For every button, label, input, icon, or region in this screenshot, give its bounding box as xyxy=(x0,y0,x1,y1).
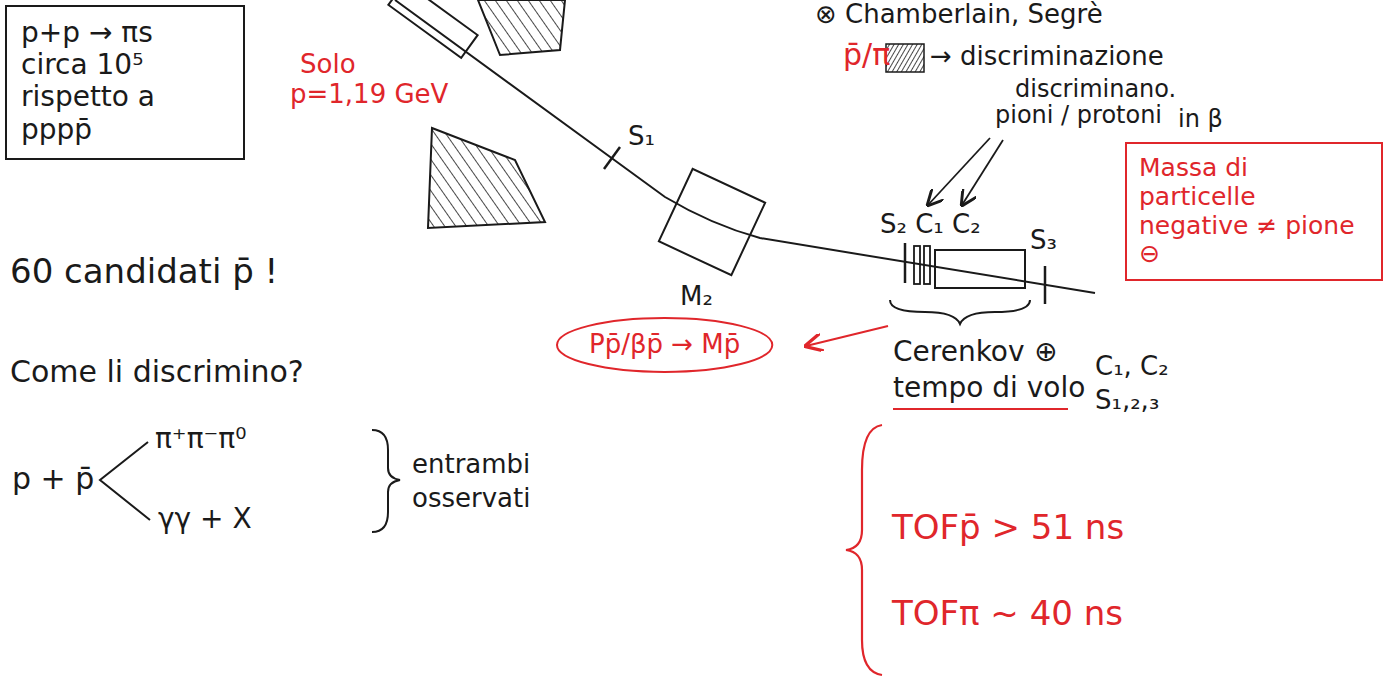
leader-arrow xyxy=(962,140,1003,205)
cerenkov-counter xyxy=(924,246,930,284)
box-text: Pp̄/βp̄ → Mp̄ xyxy=(589,330,740,360)
scintillator-counter xyxy=(604,147,620,169)
counter-label: S₃ xyxy=(1030,226,1057,256)
leader-arrow xyxy=(806,326,888,346)
magnet-label: M₂ xyxy=(680,282,713,312)
tof-value: TOFπ ~ 40 ns xyxy=(892,594,1123,633)
box-text: p+p → πs circa 10⁵ rispetto a pppp̄ xyxy=(21,17,186,146)
formula-oval: Pp̄/βp̄ → Mp̄ xyxy=(555,316,774,374)
scribble xyxy=(886,44,924,72)
scintillator-counter xyxy=(1044,266,1047,304)
note-text: discriminano. xyxy=(1015,76,1176,104)
note-text: entrambi xyxy=(412,450,530,480)
ratio-label: p̄/π xyxy=(843,38,890,73)
reaction-product: π⁺π⁻π⁰ xyxy=(155,423,246,455)
tof-value: TOFp̄ > 51 ns xyxy=(892,508,1124,547)
reaction-product: γγ + X xyxy=(158,503,252,535)
leader-arrow xyxy=(928,138,990,205)
cerenkov-counter xyxy=(914,246,920,284)
technique-label: tempo di volo xyxy=(893,372,1085,404)
counter-label: S₂ C₁ C₂ xyxy=(880,210,981,240)
note-box: p+p → πs circa 10⁵ rispetto a pppp̄ xyxy=(5,5,245,160)
note-text: osservati xyxy=(412,484,530,514)
cerenkov-counter xyxy=(935,250,1025,288)
momentum-note: Solo xyxy=(300,50,356,80)
counter-label: S₁ xyxy=(628,122,655,152)
reaction-label: p + p̄ xyxy=(12,462,94,497)
branch-bracket xyxy=(100,442,150,520)
note-text: Come li discrimino? xyxy=(10,355,304,390)
brace xyxy=(846,425,882,675)
author-note: ⊗ Chamberlain, Segrè xyxy=(815,0,1103,30)
note-heading: 60 candidati p̄ ! xyxy=(10,252,278,291)
note-text: pioni / protoni xyxy=(995,102,1162,130)
note-text: → discriminazione xyxy=(930,42,1164,72)
box-text: Massa di particelle negative ≠ pione ⊖ xyxy=(1139,154,1371,269)
callout-box: Massa di particelle negative ≠ pione ⊖ xyxy=(1125,142,1383,281)
brace xyxy=(372,430,400,532)
underline xyxy=(893,408,1068,410)
shield-block xyxy=(428,128,545,228)
note-text: in β xyxy=(1178,106,1223,134)
oval-outline xyxy=(557,318,772,372)
momentum-note: p=1,19 GeV xyxy=(290,80,448,110)
symbol-label: ⊕ xyxy=(1034,336,1057,368)
magnet-box xyxy=(659,169,765,275)
shield-block xyxy=(478,0,565,55)
counter-label: S₁,₂,₃ xyxy=(1095,386,1159,416)
brace xyxy=(890,300,1030,324)
technique-label: Cerenkov xyxy=(893,336,1025,368)
scintillator-counter xyxy=(904,243,907,283)
counter-label: C₁, C₂ xyxy=(1095,352,1169,382)
